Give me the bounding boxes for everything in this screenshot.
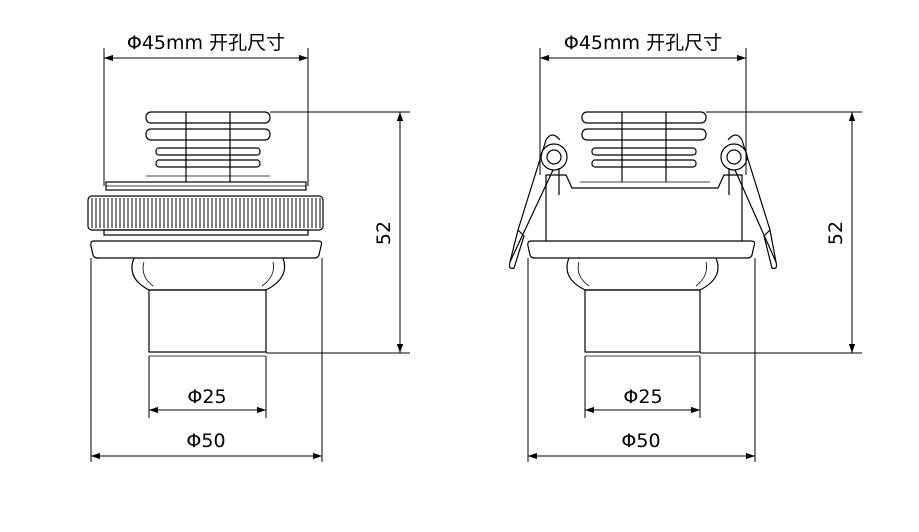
- right-outer-diameter-label: Φ50: [621, 430, 660, 452]
- left-inner-diameter-label: Φ25: [187, 386, 226, 408]
- left-outer-diameter-label: Φ50: [186, 430, 225, 452]
- right-flange: [527, 240, 756, 259]
- left-cutout-label: Φ45mm 开孔尺寸: [127, 32, 285, 54]
- left-bowl: [131, 257, 286, 291]
- right-heatsink-fins: [581, 111, 707, 182]
- left-lower-cylinder: [148, 289, 267, 353]
- right-outer-diameter-dimension: Φ50: [527, 258, 756, 462]
- left-height-label: 52: [373, 221, 395, 245]
- left-outer-diameter-dimension: Φ50: [90, 258, 323, 462]
- right-lower-cylinder: [584, 289, 701, 353]
- left-cutout-dimension: Φ45mm 开孔尺寸: [103, 32, 309, 186]
- right-housing: [545, 174, 743, 241]
- left-view: Φ45mm 开孔尺寸 52 Φ25 Φ50: [87, 32, 410, 462]
- right-spring-clip-left: [508, 134, 568, 269]
- left-heatsink-fins: [145, 111, 271, 182]
- left-flange: [90, 240, 323, 259]
- left-top-plate: [105, 181, 307, 191]
- right-view: Φ45mm 开孔尺寸 52 Φ25 Φ50: [508, 32, 862, 462]
- left-inner-diameter-dimension: Φ25: [148, 356, 267, 418]
- right-bowl: [566, 257, 719, 291]
- left-height-dimension: 52: [266, 111, 410, 354]
- right-height-dimension: 52: [700, 111, 862, 354]
- right-height-label: 52: [825, 221, 847, 245]
- right-cutout-dimension: Φ45mm 开孔尺寸: [539, 32, 747, 175]
- right-inner-diameter-label: Φ25: [623, 386, 662, 408]
- right-inner-diameter-dimension: Φ25: [584, 356, 701, 418]
- left-knurled-ring: [87, 195, 324, 236]
- right-spring-clip-right: [720, 134, 778, 269]
- right-cutout-label: Φ45mm 开孔尺寸: [564, 32, 722, 54]
